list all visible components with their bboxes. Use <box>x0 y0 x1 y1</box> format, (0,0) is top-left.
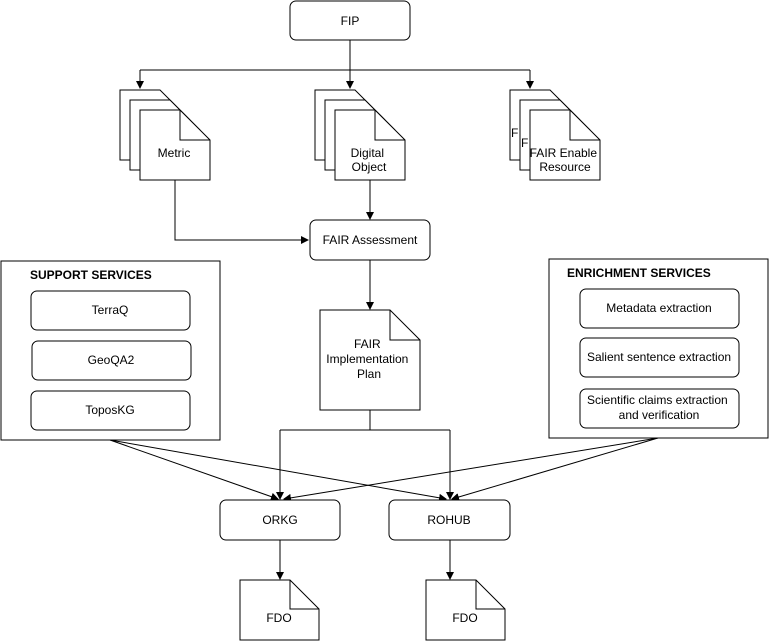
metric-node[interactable]: Metric <box>119 89 211 181</box>
fair-enable-resource-label: FAIR Enable Resource <box>530 146 601 174</box>
fair-enable-resource-label-line1: FAIR Enable <box>530 146 598 160</box>
enrichment-services-title: ENRICHMENT SERVICES <box>567 266 711 280</box>
support-service-toposkg-label: ToposKG <box>85 403 134 417</box>
edges <box>109 40 659 580</box>
rohub-label: ROHUB <box>427 513 470 527</box>
rohub-node[interactable]: ROHUB <box>388 499 511 541</box>
metric-label: Metric <box>158 146 191 160</box>
fdo-right-node[interactable]: FDO <box>425 579 506 641</box>
support-service-geoqa2-label: GeoQA2 <box>88 353 135 367</box>
edge-enrichment-rohub <box>451 437 659 501</box>
fair-enable-resource-node[interactable]: F F FAIR Enable Resource <box>509 89 601 181</box>
fip-label: FIP <box>341 14 360 28</box>
enrichment-claims-label-line2: and verification <box>619 408 700 422</box>
fair-plan-label-line3: Plan <box>357 367 381 381</box>
fair-enable-peek-1: F <box>511 126 518 140</box>
support-service-geoqa2[interactable]: GeoQA2 <box>31 340 192 381</box>
enrichment-salient-label: Salient sentence extraction <box>587 350 731 364</box>
orkg-node[interactable]: ORKG <box>219 499 341 541</box>
support-service-terraq-label: TerraQ <box>92 303 129 317</box>
fair-assessment-node[interactable]: FAIR Assessment <box>309 219 431 261</box>
enrichment-claims-label-line1: Scientific claims extraction <box>587 393 728 407</box>
digital-object-label-line2: Object <box>352 160 387 174</box>
fip-node[interactable]: FIP <box>289 0 411 41</box>
edge-support-orkg <box>109 439 279 501</box>
enrichment-service-metadata-extraction[interactable]: Metadata extraction <box>579 288 740 329</box>
fair-enable-peek-2: F <box>521 136 528 150</box>
support-service-terraq[interactable]: TerraQ <box>30 290 191 331</box>
enrichment-service-scientific-claims[interactable]: Scientific claims extraction and verific… <box>579 388 740 429</box>
support-service-toposkg[interactable]: ToposKG <box>30 390 191 431</box>
fair-enable-resource-label-line2: Resource <box>539 160 591 174</box>
fdo-right-label: FDO <box>452 611 477 625</box>
enrichment-claims-label: Scientific claims extraction and verific… <box>587 393 731 422</box>
fair-implementation-plan-label: FAIR Implementation Plan <box>326 337 411 381</box>
enrichment-service-salient-sentence[interactable]: Salient sentence extraction <box>579 337 740 378</box>
edge-support-rohub <box>109 439 447 502</box>
orkg-label: ORKG <box>262 513 297 527</box>
digital-object-node[interactable]: Digital Object <box>314 89 406 181</box>
fair-assessment-label: FAIR Assessment <box>323 233 418 247</box>
digital-object-label-line1: Digital <box>351 146 384 160</box>
edge-enrichment-orkg <box>283 437 659 502</box>
fair-implementation-plan-node[interactable]: FAIR Implementation Plan <box>319 309 421 411</box>
fdo-left-label: FDO <box>266 611 291 625</box>
fair-plan-label-line1: FAIR <box>354 337 381 351</box>
fair-plan-label-line2: Implementation <box>326 352 408 366</box>
fdo-left-node[interactable]: FDO <box>239 579 320 641</box>
digital-object-label: Digital Object <box>351 146 388 174</box>
support-services-title: SUPPORT SERVICES <box>30 268 152 282</box>
enrichment-metadata-label: Metadata extraction <box>606 301 711 315</box>
enrichment-services-group: ENRICHMENT SERVICES Metadata extraction … <box>548 258 769 439</box>
support-services-group: SUPPORT SERVICES TerraQ GeoQA2 ToposKG <box>0 260 221 441</box>
edge-metric-assessment <box>174 180 309 244</box>
